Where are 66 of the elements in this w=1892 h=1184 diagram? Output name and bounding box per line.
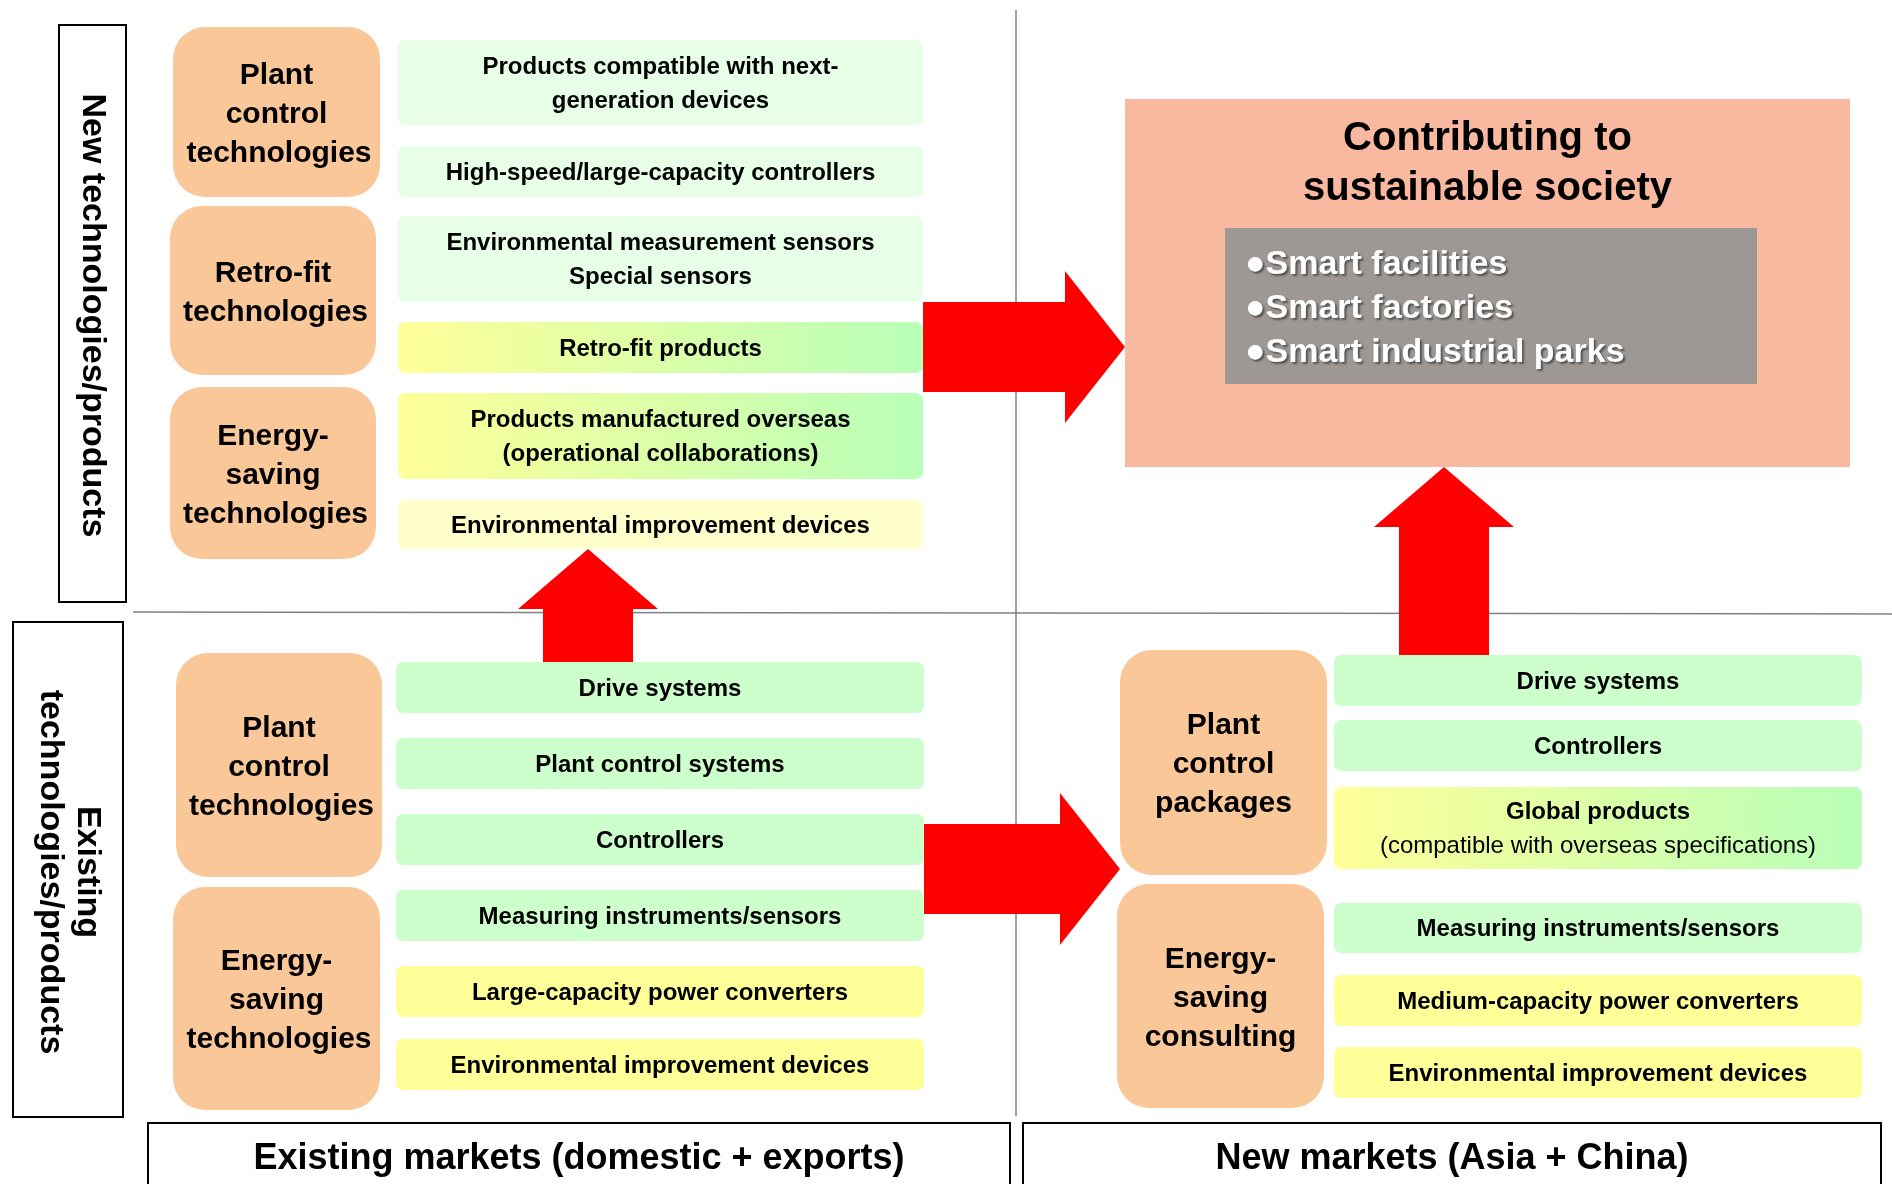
block-arrow	[518, 549, 658, 662]
item-label: Environmental improvement devices	[1388, 1057, 1808, 1088]
item-label: Drive systems	[578, 672, 742, 703]
item-label: Retro-fit products	[559, 332, 762, 363]
market-label: Existing markets (domestic + exports)	[253, 1136, 905, 1178]
item-box	[396, 966, 924, 1017]
market-label-box	[1022, 1122, 1882, 1184]
item-label: Products compatible with next-generation devices	[481, 50, 840, 115]
item-label: Special sensors	[569, 261, 752, 291]
axis-label-box	[12, 621, 124, 1118]
item-label: Environmental measurement sensors	[446, 227, 875, 258]
axis-label: Existing	[70, 805, 108, 938]
category-box	[176, 653, 382, 877]
item-label: Large-capacity power converters	[471, 976, 849, 1007]
item-box	[1334, 903, 1862, 953]
item-label: Plant control systems	[535, 748, 785, 779]
item-box	[396, 662, 924, 713]
item-label: Drive systems	[1516, 665, 1680, 696]
bullet-item: ●Smart facilities	[1245, 241, 1508, 283]
goal-box	[1125, 99, 1850, 467]
item-label: Controllers	[596, 824, 724, 855]
category-label: Plant control packages	[1154, 706, 1293, 820]
axis-label: technologies/products	[32, 689, 70, 1054]
category-box	[173, 27, 380, 197]
item-box	[398, 393, 923, 479]
item-box	[396, 1039, 924, 1090]
bullet-panel	[1225, 228, 1757, 384]
item-box	[396, 738, 924, 789]
item-box	[396, 890, 924, 941]
item-label: Controllers	[1534, 730, 1662, 761]
item-box	[398, 40, 923, 125]
bullet-item: ●Smart industrial parks	[1245, 330, 1625, 372]
block-arrow	[1374, 467, 1514, 655]
bullet-item: ●Smart factories	[1245, 285, 1514, 327]
axis-label-box	[58, 24, 127, 603]
item-box	[1334, 1047, 1862, 1098]
item-label: Measuring instruments/sensors	[1416, 913, 1780, 944]
item-box	[1334, 787, 1862, 869]
item-box	[1334, 720, 1862, 771]
item-box	[398, 322, 923, 373]
item-label: Products manufactured overseas (operational collaborations)	[469, 404, 852, 468]
goal-title: Contributing to sustainable society	[1301, 113, 1673, 210]
item-label: (compatible with overseas specifications)	[1379, 830, 1817, 860]
category-box	[1120, 650, 1327, 875]
block-arrow	[923, 271, 1125, 423]
block-arrow	[924, 793, 1120, 945]
item-box	[1334, 975, 1862, 1026]
item-label: Global products	[1506, 796, 1690, 827]
item-box	[1334, 655, 1862, 706]
item-box	[398, 146, 923, 197]
category-label: Energy-saving consulting	[1143, 939, 1298, 1054]
item-box	[396, 814, 924, 865]
item-label: Environmental improvement devices	[451, 509, 870, 540]
category-box	[173, 887, 380, 1110]
item-label: High-speed/large-capacity controllers	[445, 156, 876, 187]
market-label: New markets (Asia + China)	[1215, 1136, 1689, 1178]
category-box	[1117, 884, 1324, 1108]
item-label: Environmental improvement devices	[450, 1049, 870, 1080]
category-box	[170, 206, 376, 375]
market-label-box	[147, 1122, 1011, 1184]
item-box	[398, 500, 923, 549]
item-label: Measuring instruments/sensors	[478, 900, 842, 931]
category-box	[170, 387, 376, 559]
item-label: Medium-capacity power converters	[1397, 985, 1799, 1016]
axis-label: New technologies/products	[75, 93, 114, 538]
item-box	[398, 216, 923, 302]
